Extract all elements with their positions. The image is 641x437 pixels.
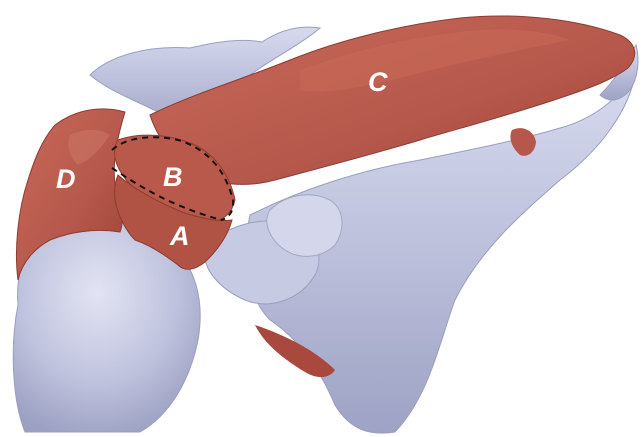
label-c: C	[368, 67, 388, 97]
label-b: B	[163, 162, 183, 192]
label-d: D	[56, 164, 76, 194]
label-a: A	[169, 221, 190, 251]
